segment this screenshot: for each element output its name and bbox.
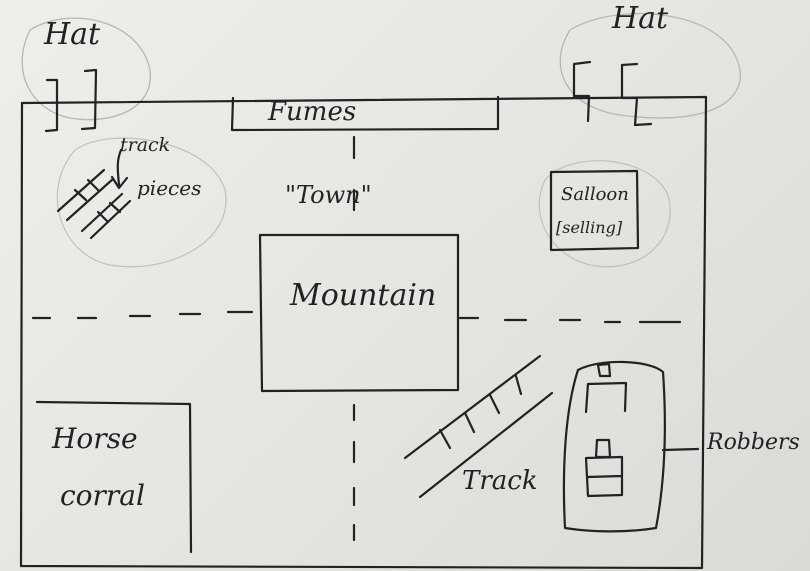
track-pieces-label-line2: pieces	[137, 178, 201, 198]
hat-left-bracket-1	[46, 80, 57, 131]
track-pieces-circle	[57, 138, 226, 267]
horse-corral-label-line1: Horse	[52, 425, 138, 453]
saloon-box	[551, 171, 638, 250]
track-rail-1	[405, 356, 540, 458]
fumes-label: Fumes	[268, 99, 356, 125]
track-pieces-rail-4	[91, 201, 130, 238]
robbers-pointer	[663, 449, 698, 450]
robbers-tower-top	[586, 364, 626, 412]
saloon-label-line1: Salloon	[561, 186, 629, 204]
hat-left-label: Hat	[44, 20, 100, 50]
track-pieces-rail-2	[67, 179, 113, 220]
robbers-label: Robbers	[707, 432, 800, 454]
town-label: "Town"	[285, 183, 372, 207]
hat-right-label: Hat	[612, 4, 668, 34]
track-pieces-label-line1: track	[120, 136, 170, 155]
hat-right-bracket-1	[574, 62, 590, 121]
mountain-label: Mountain	[290, 281, 436, 311]
track-ties	[440, 376, 521, 448]
mountain-box	[260, 235, 458, 391]
horizontal-dashed-line	[33, 312, 680, 322]
robbers-circle	[564, 362, 665, 531]
track-pieces-rail-3	[82, 194, 122, 231]
horse-corral-label-line2: corral	[60, 482, 145, 510]
saloon-label-line2: [selling]	[556, 220, 622, 236]
track-label: Track	[462, 468, 538, 494]
robbers-tower-bottom	[586, 440, 622, 496]
